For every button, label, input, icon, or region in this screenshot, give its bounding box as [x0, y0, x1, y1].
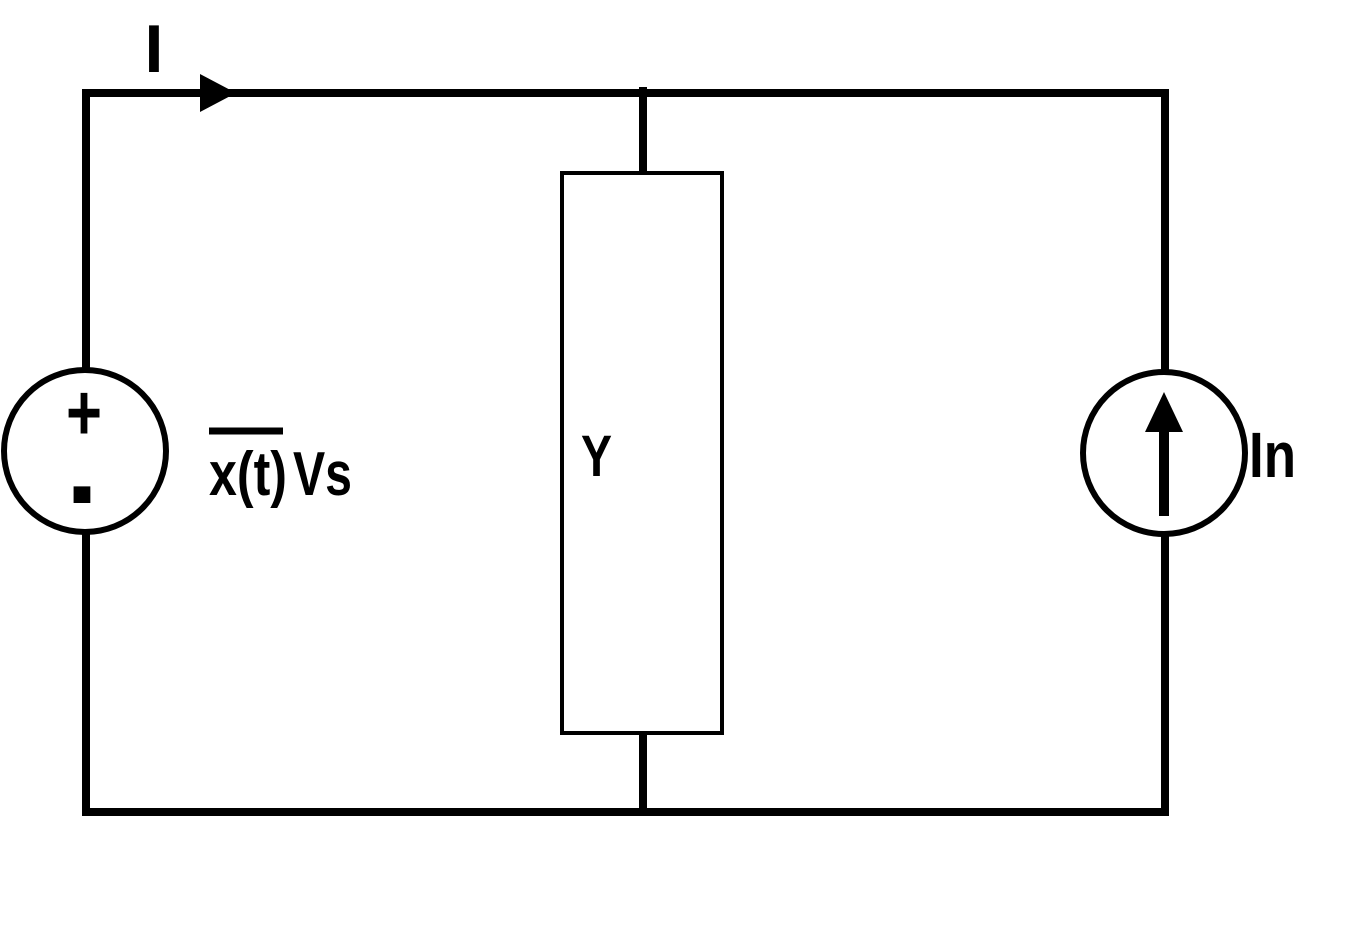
current-label: I	[145, 11, 164, 87]
voltage-source-minus-sign: -	[71, 404, 93, 561]
current-direction-arrowhead	[200, 74, 236, 112]
admittance-label: Y	[581, 424, 612, 489]
voltage-source-label: x(t)	[209, 440, 287, 509]
current-source-label: In	[1249, 419, 1296, 491]
current-source-arrow	[1145, 392, 1183, 516]
component-bodies	[1, 171, 1248, 735]
main-loop-wire	[82, 89, 1169, 816]
admittance-box	[560, 171, 724, 735]
voltage-source-circle	[1, 367, 169, 535]
voltage-source-unit-label: Vs	[293, 440, 352, 509]
labels: I + - x(t) Vs Y In	[66, 11, 1296, 561]
voltage-source-plus-sign: +	[66, 368, 102, 457]
current-source-arrowhead-top	[1145, 392, 1183, 432]
